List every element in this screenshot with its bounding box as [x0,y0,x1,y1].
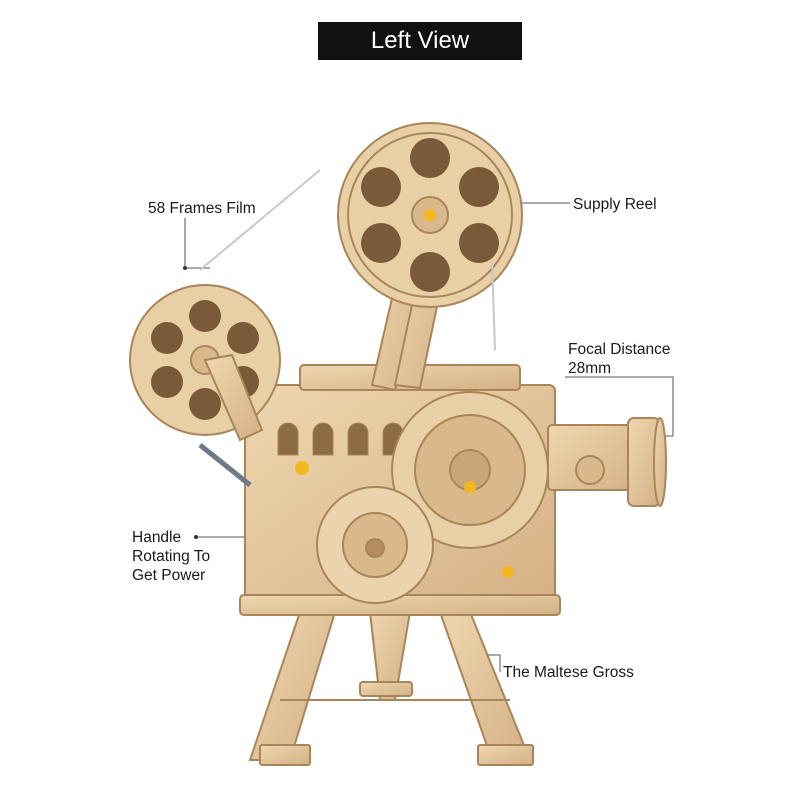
maltese-pin [502,566,514,578]
callout-supply-reel: Supply Reel [573,196,657,213]
callout-focal-line2: 28mm [568,360,612,377]
film-strip-lower [198,443,252,487]
tripod-stand [248,611,534,766]
callout-handle-line1: Handle [132,529,182,546]
callout-handle-line3: Get Power [132,567,206,584]
takeup-arm [203,353,264,442]
supply-reel [337,122,523,308]
callout-focal-line1: Focal Distance [568,341,671,358]
lens-assembly [547,417,667,507]
callout-handle-line2: Rotating To [132,548,211,565]
gear-lower [316,486,434,604]
view-title: Left View [318,22,522,60]
film-leader [184,218,210,269]
body-arches [277,422,404,456]
film-strip [199,169,496,351]
callout-focal-distance: Focal Distance 28mm [568,340,671,378]
callout-handle: Handle Rotating To Get Power [132,528,210,585]
callout-maltese: The Maltese Gross [503,664,634,681]
handle-knob [295,461,309,475]
callout-film: 58 Frames Film [148,200,256,217]
gear-main [391,391,549,549]
focal-leader [565,376,674,437]
